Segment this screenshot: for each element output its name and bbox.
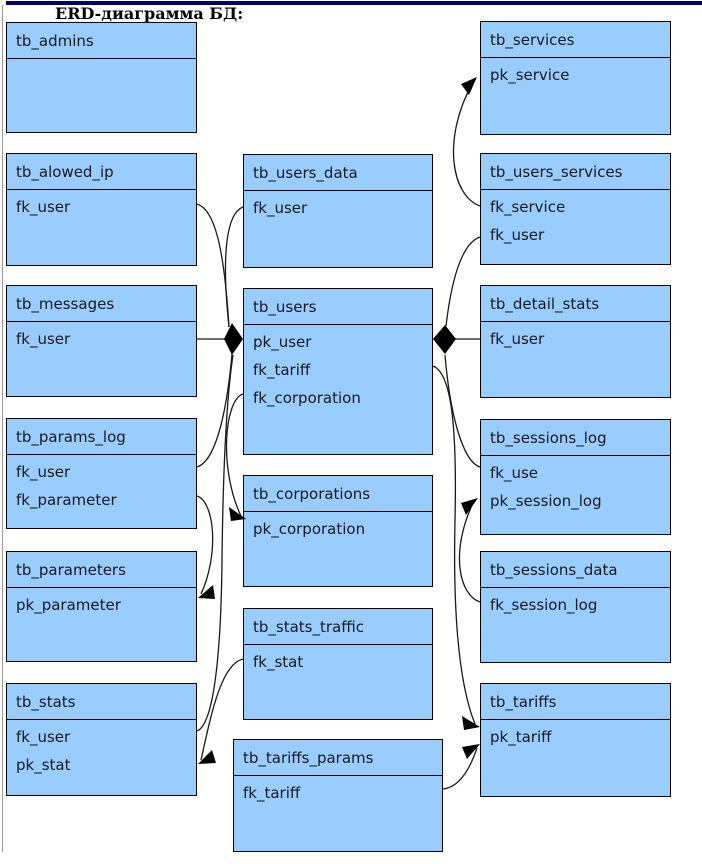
table-field: fk_user (16, 198, 71, 216)
table-field: fk_user (253, 199, 308, 217)
table-field: fk_stat (253, 653, 304, 671)
arrowhead (198, 585, 215, 599)
table-field: fk_user (16, 330, 71, 348)
relation-line (225, 393, 244, 517)
relation-line (224, 206, 244, 328)
diamond-arrowhead (433, 325, 456, 354)
table-title: tb_tariffs_params (234, 740, 442, 776)
page-left-border (2, 5, 3, 852)
table-field: pk_tariff (490, 728, 552, 746)
arrowhead (461, 498, 478, 515)
relation-line (196, 354, 234, 732)
table-title: tb_services (481, 22, 670, 58)
erd-table-tb_detail_stats: tb_detail_stats fk_user (480, 285, 671, 398)
erd-table-tb_sessions_data: tb_sessions_data fk_session_log (480, 551, 671, 663)
erd-table-tb_parameters: tb_parameters pk_parameter (6, 551, 197, 662)
arrowhead (462, 744, 480, 759)
diamond-arrowhead (224, 323, 243, 355)
table-field: pk_corporation (253, 520, 366, 538)
arrowhead (461, 77, 477, 95)
relation-line (444, 354, 481, 468)
relation-line (196, 203, 230, 328)
erd-table-tb_sessions_log: tb_sessions_log fk_use pk_session_log (480, 419, 671, 535)
erd-table-tb_stats_traffic: tb_stats_traffic fk_stat (243, 608, 433, 720)
table-field: fk_user (16, 728, 71, 746)
table-field: fk_user (490, 330, 545, 348)
erd-table-tb_users: tb_users pk_user fk_tariff fk_corporatio… (243, 288, 433, 455)
relation-line (442, 747, 478, 790)
arrowhead (462, 716, 480, 730)
table-title: tb_messages (7, 286, 196, 322)
relation-line (445, 236, 481, 327)
table-field: fk_tariff (243, 784, 301, 802)
table-title: tb_users_data (244, 155, 432, 191)
table-field: pk_stat (16, 756, 71, 774)
relation-line (452, 81, 481, 207)
table-title: tb_users (244, 289, 432, 325)
erd-table-tb_tariffs: tb_tariffs pk_tariff (480, 683, 671, 797)
erd-table-tb_stats: tb_stats fk_user pk_stat (6, 683, 197, 796)
erd-table-tb_alowed_ip: tb_alowed_ip fk_user (6, 153, 197, 266)
relation-line (196, 495, 214, 595)
table-title: tb_params_log (7, 419, 196, 455)
table-title: tb_corporations (244, 476, 432, 512)
table-field: fk_parameter (16, 491, 117, 509)
table-field: fk_corporation (253, 389, 361, 407)
table-field: pk_service (490, 66, 570, 84)
table-field: fk_use (490, 464, 539, 482)
relation-line (432, 365, 476, 725)
erd-table-tb_tariffs_params: tb_tariffs_params fk_tariff (233, 739, 443, 852)
table-field: pk_session_log (490, 492, 602, 510)
table-title: tb_tariffs (481, 684, 670, 720)
table-title: tb_stats (7, 684, 196, 720)
erd-table-tb_admins: tb_admins (6, 22, 197, 133)
erd-table-tb_params_log: tb_params_log fk_user fk_parameter (6, 418, 197, 529)
table-title: tb_sessions_data (481, 552, 670, 588)
table-field: fk_service (490, 198, 566, 216)
page-title: ERD-диаграмма БД: (55, 4, 244, 23)
relation-line (458, 502, 481, 603)
table-title: tb_stats_traffic (244, 609, 432, 645)
arrowhead (198, 750, 216, 764)
erd-table-tb_messages: tb_messages fk_user (6, 285, 197, 397)
table-title: tb_admins (7, 23, 196, 59)
relation-line (196, 353, 233, 468)
table-title: tb_detail_stats (481, 286, 670, 322)
table-title: tb_users_services (481, 154, 670, 190)
table-field: fk_user (16, 463, 71, 481)
erd-table-tb_services: tb_services pk_service (480, 21, 671, 135)
table-field: pk_user (253, 333, 312, 351)
table-title: tb_sessions_log (481, 420, 670, 456)
table-field: pk_parameter (16, 596, 121, 614)
table-title: tb_alowed_ip (7, 154, 196, 190)
table-title: tb_parameters (7, 552, 196, 588)
erd-table-tb_users_data: tb_users_data fk_user (243, 154, 433, 268)
top-horizontal-rule (6, 1, 702, 5)
table-field: fk_session_log (490, 596, 598, 614)
table-field: fk_user (490, 226, 545, 244)
erd-table-tb_users_services: tb_users_services fk_service fk_user (480, 153, 671, 265)
erd-table-tb_corporations: tb_corporations pk_corporation (243, 475, 433, 587)
table-field: fk_tariff (253, 361, 311, 379)
